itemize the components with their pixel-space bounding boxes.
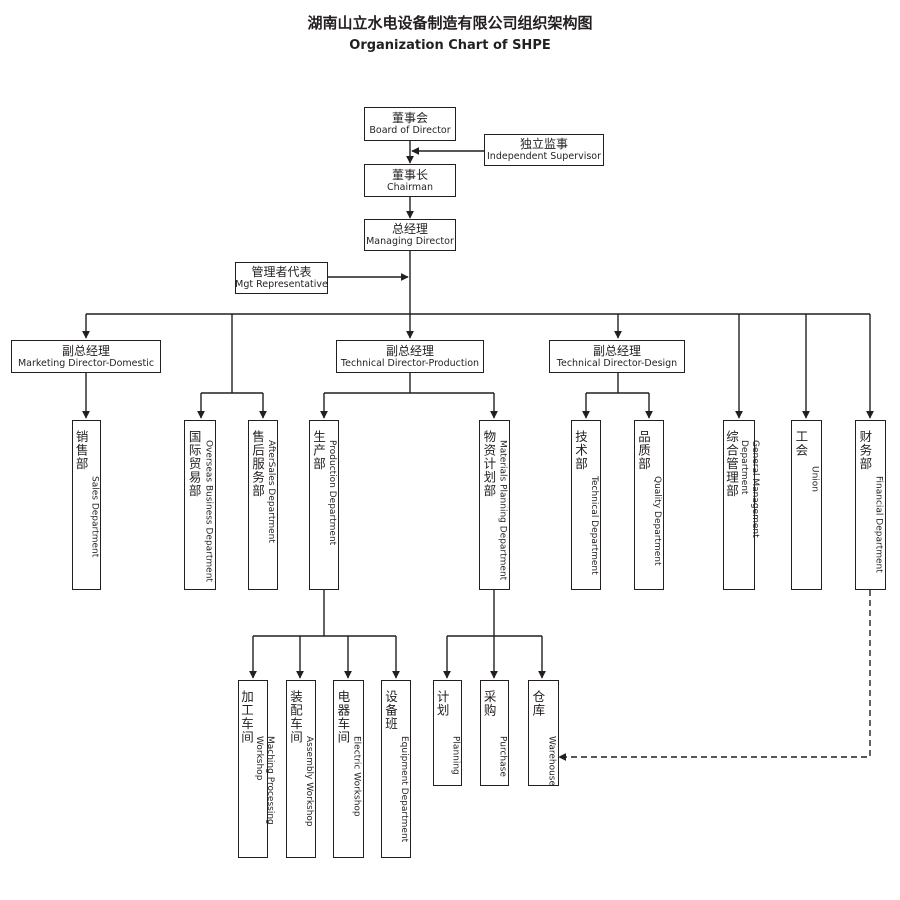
node-union-en: Union — [809, 466, 820, 493]
node-assembly-en: Assembly Workshop — [304, 736, 314, 827]
node-financial-cn: 财务部 — [857, 430, 873, 471]
node-mgt-rep-cn: 管理者代表 — [251, 265, 312, 279]
node-aftersales-en: AfterSales Department — [266, 440, 276, 543]
node-supervisor-en: Independent Supervisor — [487, 151, 601, 162]
node-chairman-cn: 董事长 — [391, 167, 428, 182]
node-electric-workshop: 电器车间 Electric Workshop — [333, 680, 364, 858]
node-design-director: 副总经理 Technical Director-Design — [549, 340, 685, 373]
node-equipment-cn: 设备班 — [383, 690, 398, 731]
node-financial-en: Financial Department — [873, 476, 884, 573]
node-overseas-en: Overseas Business Department — [203, 440, 214, 582]
node-electric-cn: 电器车间 — [335, 690, 351, 744]
node-purchase-cn: 采购 — [481, 690, 497, 717]
node-sales-department: 销售部 Sales Department — [72, 420, 101, 590]
node-sales-cn: 销售部 — [73, 430, 89, 471]
chart-title-en: Organization Chart of SHPE — [349, 38, 551, 53]
node-general-en: General Management Department — [739, 440, 760, 538]
node-materials-planning: 物资计划部 Materials Planning Department — [479, 420, 510, 590]
node-chairman-en: Chairman — [387, 181, 433, 193]
node-board-of-director: 董事会 Board of Director — [364, 107, 456, 141]
node-production-cn: 生产部 — [311, 430, 326, 471]
node-overseas-business: 国际贸易部 Overseas Business Department — [184, 420, 216, 590]
node-aftersales-cn: 售后服务部 — [250, 430, 265, 498]
node-general-cn: 综合管理部 — [724, 430, 739, 498]
node-board-cn: 董事会 — [391, 111, 428, 125]
node-equipment-department: 设备班 Equipment Department — [381, 680, 411, 858]
node-independent-supervisor: 独立监事 Independent Supervisor — [484, 134, 604, 166]
node-supervisor-cn: 独立监事 — [519, 137, 568, 151]
node-assembly-workshop: 装配车间 Assembly Workshop — [286, 680, 316, 858]
node-technical-en: Technical Department — [589, 476, 599, 575]
node-mgt-representative: 管理者代表 Mgt Representative — [235, 262, 328, 294]
node-warehouse-cn: 仓库 — [530, 690, 546, 717]
node-machining-workshop: 加工车间 Maching Processing Workshop — [238, 680, 275, 858]
node-technical-department: 技术部 Technical Department — [571, 420, 601, 590]
node-quality-cn: 品质部 — [636, 430, 651, 471]
node-mgt-rep-en: Mgt Representative — [235, 279, 328, 290]
node-production-department: 生产部 Production Department — [309, 420, 339, 590]
node-vp-production-en: Technical Director-Production — [340, 357, 480, 369]
node-managing-director: 总经理 Managing Director — [364, 219, 456, 251]
node-production-en: Production Department — [327, 440, 337, 546]
node-machining-en: Maching Processing Workshop — [254, 736, 275, 825]
node-technical-cn: 技术部 — [573, 430, 588, 471]
chart-title-cn: 湖南山立水电设备制造有限公司组织架构图 — [307, 14, 593, 32]
node-chairman: 董事长 Chairman — [364, 164, 456, 197]
node-purchase-en: Purchase — [497, 736, 508, 777]
node-vp-design-cn: 副总经理 — [592, 343, 641, 358]
node-general-management: 综合管理部 General Management Department — [723, 420, 760, 590]
node-quality-department: 品质部 Quality Department — [634, 420, 664, 590]
node-union: 工会 Union — [791, 420, 822, 590]
node-md-cn: 总经理 — [391, 222, 428, 236]
node-materials-en: Materials Planning Department — [497, 440, 508, 581]
node-planning-en: Planning — [450, 736, 461, 775]
node-board-en: Board of Director — [369, 125, 451, 136]
node-vp-design-en: Technical Director-Design — [556, 357, 678, 369]
node-overseas-cn: 国际贸易部 — [186, 430, 202, 498]
node-planning-cn: 计划 — [434, 690, 450, 717]
node-warehouse-en: Warehouse — [546, 736, 557, 787]
node-materials-cn: 物资计划部 — [481, 430, 497, 498]
node-machining-cn: 加工车间 — [239, 690, 254, 744]
node-warehouse: 仓库 Warehouse — [528, 680, 559, 786]
node-sales-en: Sales Department — [89, 476, 100, 558]
node-financial-department: 财务部 Financial Department — [855, 420, 886, 590]
node-vp-marketing-cn: 副总经理 — [61, 343, 110, 358]
node-vp-marketing-en: Marketing Director-Domestic — [17, 357, 155, 369]
node-electric-en: Electric Workshop — [351, 736, 362, 817]
node-planning: 计划 Planning — [433, 680, 462, 786]
node-assembly-cn: 装配车间 — [288, 690, 303, 744]
node-union-cn: 工会 — [793, 430, 809, 457]
node-marketing-director: 副总经理 Marketing Director-Domestic — [11, 340, 161, 373]
node-vp-production-cn: 副总经理 — [385, 343, 434, 358]
node-production-director: 副总经理 Technical Director-Production — [336, 340, 484, 373]
node-md-en: Managing Director — [366, 236, 454, 247]
node-purchase: 采购 Purchase — [480, 680, 509, 786]
node-quality-en: Quality Department — [652, 476, 662, 566]
node-equipment-en: Equipment Department — [399, 736, 409, 843]
node-aftersales: 售后服务部 AfterSales Department — [248, 420, 278, 590]
